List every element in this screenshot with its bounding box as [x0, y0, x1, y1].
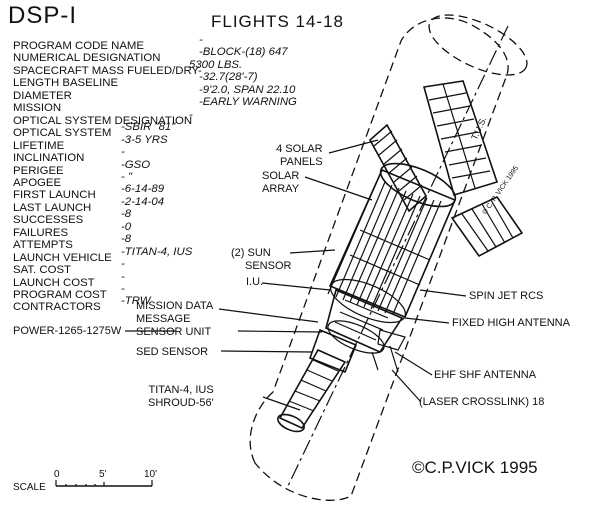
spec-value: -8 — [121, 208, 132, 221]
scale-tick-10: 10' — [144, 469, 158, 480]
label-power: POWER-1265-1275W — [13, 325, 122, 337]
spec-row: SAT. COST - — [13, 258, 125, 277]
spec-row: SPACECRAFT MASS FUELED/DRY-5300 LBS. — [13, 59, 242, 78]
spec-label: MISSION — [13, 102, 62, 115]
spec-row: FAILURES -0 — [13, 221, 131, 240]
label-sed-sensor: SED SENSOR — [136, 346, 209, 358]
spec-value: - — [121, 283, 125, 295]
spec-row: NUMERICAL DESIGNATION -BLOCK-(18) 647 — [13, 46, 288, 65]
spec-row: ATTEMPTS -8 — [13, 233, 131, 252]
lower-equipment — [308, 288, 406, 374]
spec-row: LAUNCH VEHICLE -TITAN-4, IUS — [13, 246, 192, 265]
label-mission-data: MISSION DATA MESSAGE — [136, 300, 214, 325]
scale-tick-0: 0 — [54, 469, 60, 480]
spec-label: LENGTH BASELINE — [13, 77, 119, 90]
spec-row: FIRST LAUNCH -6-14-89 — [13, 183, 164, 202]
spec-row: INCLINATION - — [13, 146, 125, 165]
scale-bar — [55, 480, 153, 487]
shroud-nose — [428, 14, 528, 76]
spec-label: OPTICAL SYSTEM — [13, 127, 112, 140]
spec-label: PERIGEE — [13, 164, 64, 177]
spec-label: SUCCESSES — [13, 214, 84, 227]
spec-value: -BLOCK-(18) 647 — [199, 46, 288, 59]
main-body — [327, 162, 457, 324]
spec-label: FIRST LAUNCH — [13, 189, 96, 202]
spec-label: APOGEE — [13, 176, 62, 189]
label-fixed-high-antenna: FIXED HIGH ANTENNA — [452, 317, 570, 329]
leader-lines — [125, 139, 467, 411]
spec-value: -2-14-04 — [121, 195, 165, 208]
label-solar-panels: 4 SOLAR PANELS — [276, 143, 323, 168]
spec-row: OPTICAL SYSTEM DESIGNATION- — [13, 108, 193, 128]
spec-row: MISSION -EARLY WARNING — [13, 96, 297, 115]
solar-panel-right — [450, 195, 524, 258]
spec-row: LAUNCH COST - — [13, 271, 125, 290]
spec-value: - — [189, 108, 193, 121]
label-sun-sensor: (2) SUN SENSOR — [231, 247, 292, 272]
label-solar-array: SOLAR ARRAY — [262, 170, 300, 195]
spec-row: SUCCESSES -8 — [13, 208, 131, 227]
solar-array-upper — [422, 80, 499, 197]
spec-label: DIAMETER — [13, 89, 72, 102]
shroud-outline — [249, 17, 509, 501]
spec-value: - — [121, 258, 125, 271]
spec-value: -EARLY WARNING — [199, 96, 297, 109]
spec-label: SAT. COST — [13, 264, 72, 277]
credit-text: ©C.P.VICK 1995 — [412, 458, 538, 477]
solar-panel-left — [368, 123, 428, 213]
spec-label: PROGRAM COST — [13, 289, 107, 301]
spec-label: LAUNCH VEHICLE — [13, 251, 112, 264]
spec-row: LAST LAUNCH -2-14-04 — [13, 196, 164, 215]
spec-value: -32.7(28'-7) — [199, 71, 258, 84]
spec-value: -0 — [121, 220, 132, 233]
spec-value: 5300 LBS. — [189, 58, 243, 71]
spec-row: OPTICAL SYSTEM -SBIR "81" — [13, 121, 175, 140]
spec-label: ATTEMPTS — [13, 239, 73, 252]
shroud-centerline — [287, 25, 509, 487]
spec-row: LENGTH BASELINE -32.7(28'-7) — [13, 71, 258, 90]
spec-row: PERIGEE -GSO — [13, 159, 150, 178]
label-ehf-antenna: EHF SHF ANTENNA — [434, 369, 537, 381]
spec-value: - — [121, 270, 125, 283]
spec-value: -9'2.0, SPAN 22.10 — [199, 83, 296, 96]
spec-label: CONTRACTORS — [13, 301, 101, 314]
label-titan-shroud: TITAN-4, IUS SHROUD-56' — [148, 384, 214, 409]
spec-row: PROGRAM CODE NAME - — [13, 34, 203, 53]
spec-row: DIAMETER -9'2.0, SPAN 22.10 — [13, 84, 295, 103]
spec-label: SPACECRAFT MASS FUELED/DRY- — [13, 64, 202, 77]
flights-subtitle: FLIGHTS 14-18 — [211, 12, 344, 31]
spec-value: -3-5 YRS — [121, 133, 168, 146]
spec-value: -TRW — [121, 295, 151, 308]
spec-label: PROGRAM CODE NAME — [13, 40, 145, 52]
label-spin-jet: SPIN JET RCS — [469, 290, 544, 302]
label-iu: I.U. — [246, 276, 264, 288]
spec-row: CONTRACTORS -TRW — [13, 295, 151, 314]
spec-label: NUMERICAL DESIGNATION — [13, 52, 161, 65]
spec-value: -8 — [121, 233, 132, 246]
spec-label: FAILURES — [13, 226, 69, 239]
spec-value: -TITAN-4, IUS — [121, 245, 193, 258]
spec-value: - " — [121, 170, 133, 183]
label-laser-crosslink: (LASER CROSSLINK) 18 — [419, 396, 545, 408]
spec-row: PROGRAM COST - — [13, 283, 125, 302]
spec-value: -GSO — [121, 158, 151, 171]
spec-row: LIFETIME -3-5 YRS — [13, 134, 168, 153]
spec-label: LAST LAUNCH — [13, 201, 92, 214]
scale-label: SCALE — [13, 482, 46, 493]
diagram-title: DSP-I — [8, 2, 78, 29]
spec-value: -SBIR "81" — [121, 121, 176, 134]
spec-label: INCLINATION — [13, 152, 85, 165]
spec-value: -6-14-89 — [121, 183, 165, 196]
spec-row: APOGEE - " — [13, 171, 132, 190]
sensor-tube — [277, 348, 347, 433]
label-sensor-unit: SENSOR UNIT — [136, 326, 212, 338]
scale-tick-5: 5' — [99, 469, 107, 480]
spec-label: LAUNCH COST — [13, 276, 95, 289]
spec-label: OPTICAL SYSTEM DESIGNATION — [13, 114, 193, 127]
spec-value: - — [121, 146, 125, 159]
spec-value: - — [199, 34, 203, 46]
spec-label: LIFETIME — [13, 139, 65, 152]
